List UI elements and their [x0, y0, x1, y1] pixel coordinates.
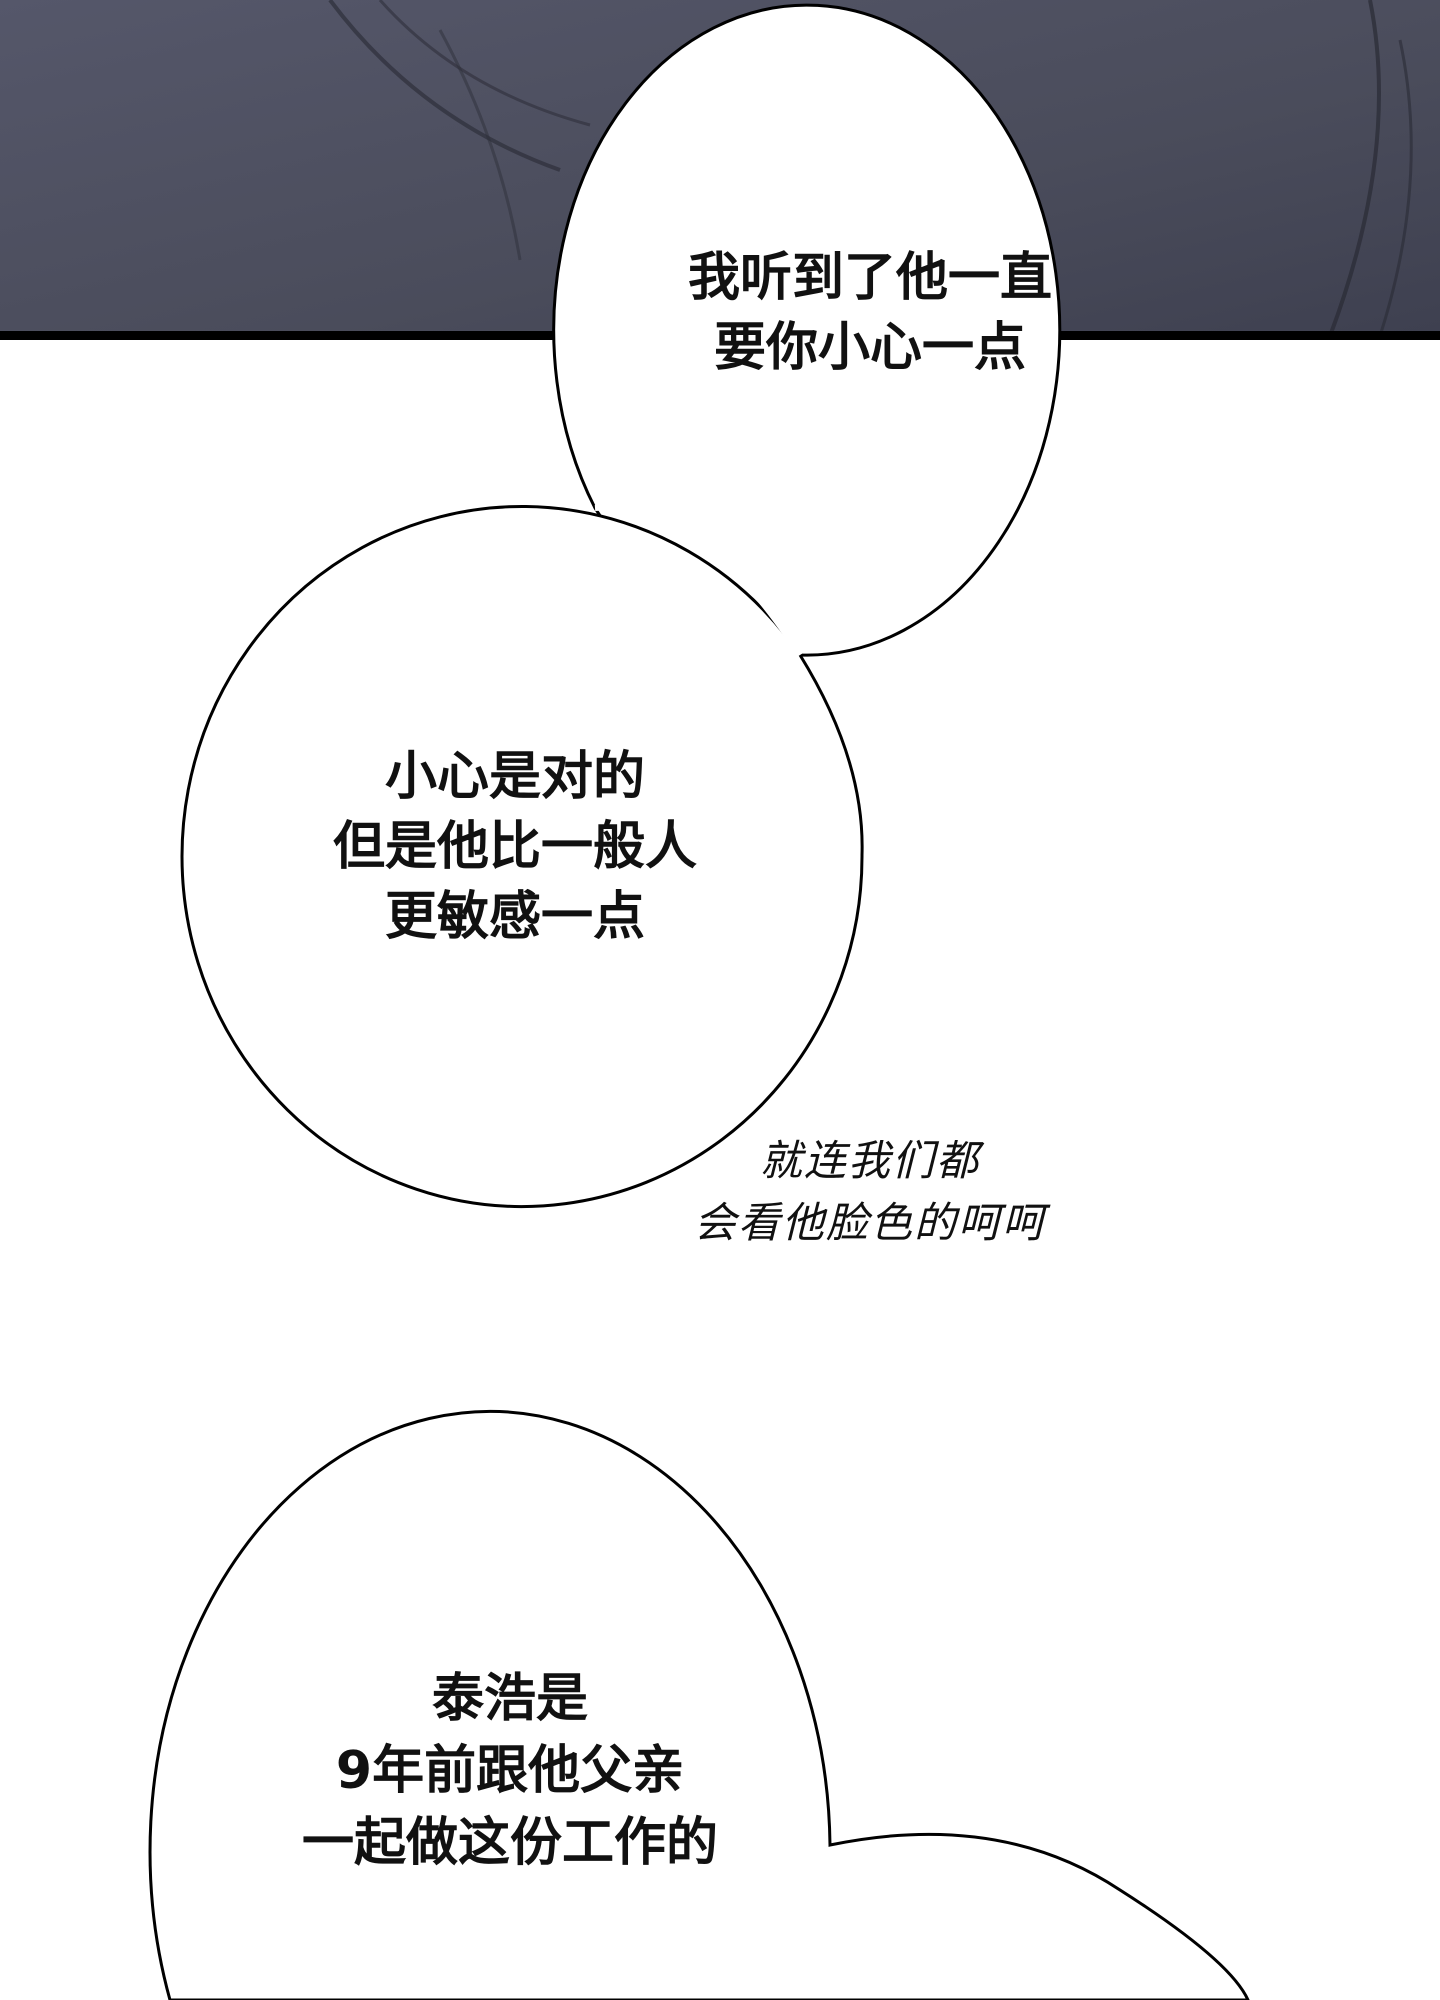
aside-line-1: 就连我们都 — [759, 1136, 980, 1185]
bubble-3-text: 泰浩是 9年前跟他父亲 一起做这份工作的 — [240, 1663, 780, 1879]
bubble-1-line-2: 要你小心一点 — [713, 318, 1026, 378]
bubble-1-line-1: 我听到了他一直 — [687, 248, 1052, 308]
bubble-2-line-1: 小心是对的 — [384, 747, 645, 807]
speech-bubble-2 — [180, 504, 864, 1208]
speech-bubble-3 — [148, 1410, 1250, 2000]
aside-line-2: 会看他脸色的呵呵 — [693, 1198, 1046, 1247]
bubble-1-text: 我听到了他一直 要你小心一点 — [640, 243, 1100, 383]
bubble-3-line-1: 泰浩是 — [431, 1669, 588, 1729]
bubble-3-line-2: 9年前跟他父亲 — [335, 1741, 685, 1801]
bubble-2-line-3: 更敏感一点 — [384, 887, 645, 947]
bubble-2-line-2: 但是他比一般人 — [332, 817, 697, 877]
bubble-2-text: 小心是对的 但是他比一般人 更敏感一点 — [285, 742, 745, 952]
aside-handwritten-text: 就连我们都 会看他脸色的呵呵 — [640, 1130, 1100, 1254]
bubble-3-line-3: 一起做这份工作的 — [301, 1813, 718, 1873]
